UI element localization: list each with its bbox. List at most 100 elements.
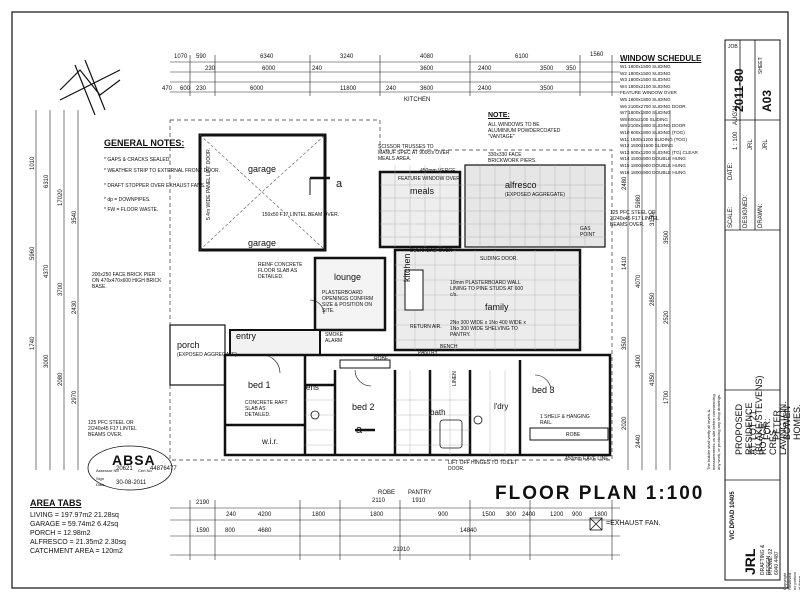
toilet-door-note: LIFT OFF HINGES TO TOILET DOOR. xyxy=(448,460,517,472)
dim-top: 240 xyxy=(386,86,397,92)
scale-label: SCALE: xyxy=(728,206,734,228)
dim-left: 3540 xyxy=(72,210,78,224)
pantry-note: PANTRY xyxy=(418,350,438,356)
area-line: PORCH = 12.98m2 xyxy=(30,530,91,537)
window-schedule-item: W13 900x1200 SLIDING (TG) CLEAR xyxy=(620,149,698,155)
general-note: * FW = FLOOR WASTE. xyxy=(104,207,159,213)
section-marker-icon xyxy=(309,176,375,432)
dim-right: 2850 xyxy=(650,292,656,306)
window-schedule-item: W5 1800x1800 SLIDING xyxy=(620,97,671,102)
note-line: ALUMINIUM POWDERCOATED xyxy=(488,128,561,134)
dim-top: 6340 xyxy=(260,54,274,60)
date-label: DATE: xyxy=(728,162,734,180)
smoke-alarm-note: SMOKE ALARM xyxy=(325,332,344,344)
brick-piers-note: 330x330 FACE BRICKWORK PIERS. xyxy=(488,152,537,164)
room-label-meals: meals xyxy=(410,186,435,196)
north-arrow-icon xyxy=(59,59,121,116)
dim-left: 5960 xyxy=(30,246,36,260)
bench-note: BENCH xyxy=(440,344,458,350)
dim-left: 1010 xyxy=(30,156,36,170)
dim-right: 4350 xyxy=(650,372,656,386)
dim-right: 3500 xyxy=(622,336,628,350)
dim-top: 3500 xyxy=(540,66,554,72)
robe-label: ROBE xyxy=(374,356,389,362)
room-label-ens: ens xyxy=(306,383,319,392)
sheet-label: SHEET: xyxy=(758,56,764,74)
window-schedule-item: W4 1800x2100 SLIDING xyxy=(620,83,671,89)
entry-walls xyxy=(229,329,321,356)
title-block-lines xyxy=(725,40,780,481)
exhaust-fan-legend: =EXHAUST FAN. xyxy=(606,520,661,527)
window-schedule-item: W7 1800x1800 SLIDING xyxy=(620,110,671,116)
project-line-3: FOR: PETER BOWEN HOMES. xyxy=(762,404,800,440)
dim-bottom: 2400 xyxy=(522,512,536,518)
dim-top: 590 xyxy=(196,54,207,60)
absa-date: 30-08-2011 xyxy=(116,480,147,486)
window-schedule-item: FEATURE WINDOW OVER xyxy=(620,90,677,96)
dim-top: 6000 xyxy=(262,66,276,72)
dim-top: 600 xyxy=(180,86,191,92)
room-label-lounge: lounge xyxy=(334,272,362,282)
general-note: * DRAFT STOPPER OVER EXHAUST FANS. xyxy=(104,183,206,189)
eave-line xyxy=(169,119,613,461)
dim-top: 230 xyxy=(196,86,207,92)
dim-top: 1560 xyxy=(590,52,604,58)
dim-bottom: 14840 xyxy=(460,528,477,534)
scissor-truss-note: SCISSOR TRUSSES TO MANUF SPEC AT 900c/s … xyxy=(378,144,450,162)
dim-right: 2520 xyxy=(664,310,670,324)
absa-cert-label: Cert No xyxy=(138,468,152,473)
note-title: NOTE: xyxy=(488,112,510,119)
absa-logo: ABSA xyxy=(112,452,156,468)
pfc-steel-note-left: 125 PFC STEEL OR 2/240x45 F17 LINTEL BEA… xyxy=(88,420,137,438)
robe-bed3 xyxy=(529,427,609,441)
general-note: * dp = DOWNPIPES. xyxy=(104,197,151,203)
absa-stamp xyxy=(87,445,173,491)
sheet-border xyxy=(11,11,789,589)
dim-top: 470 xyxy=(162,86,173,92)
general-note: * GAPS & CRACKS SEALED. xyxy=(104,157,171,163)
verge-note: 450mm VERGE xyxy=(420,168,456,174)
dim-right: 2480 xyxy=(622,176,628,190)
room-label-bed3: bed 3 xyxy=(532,385,555,395)
window-schedule-item: W14 1500x900 DOUBLE HUNG xyxy=(620,156,686,162)
lounge-walls xyxy=(313,256,387,332)
dim-bottom: 1910 xyxy=(412,498,426,504)
room-label-bath: bath xyxy=(430,408,446,417)
feature-window-note: FEATURE WINDOW OVER xyxy=(398,176,460,182)
dim-right: 3150 xyxy=(650,212,656,226)
dim-bottom: 21910 xyxy=(393,547,410,553)
window-schedule-item: W2 1800x1500 SLIDING xyxy=(620,70,671,76)
dim-top: 2400 xyxy=(478,86,492,92)
dim-top: 240 xyxy=(312,66,323,72)
absa-sign-label: Sign xyxy=(96,476,105,481)
dim-right: 3400 xyxy=(636,354,642,368)
dim-bottom: 900 xyxy=(572,512,583,518)
area-line: GARAGE = 59.74m2 6.42sq xyxy=(30,521,119,528)
robe-dimension-label: ROBE xyxy=(378,490,396,496)
drawn-value: JRL xyxy=(763,139,769,150)
dim-bottom: 2190 xyxy=(196,500,210,506)
date-value: AUG'11 xyxy=(733,104,739,125)
kitchen-family-area xyxy=(393,248,582,352)
door-swings xyxy=(261,299,552,392)
dim-bottom: 1800 xyxy=(594,512,608,518)
dim-bottom: 900 xyxy=(438,512,449,518)
dim-bottom: 1590 xyxy=(196,528,210,534)
dim-bottom: 1800 xyxy=(312,512,326,518)
dim-bottom: 4680 xyxy=(258,528,272,534)
bath-tub-icon xyxy=(439,419,463,449)
window-schedule-item: W9 2100x1800 SLIDING DOOR xyxy=(620,123,686,129)
dim-right: 5980 xyxy=(636,194,642,208)
lintel-note: 150x50 F17 LINTEL BEAM OVER. xyxy=(262,212,340,218)
dim-top: 6000 xyxy=(250,86,264,92)
bedroom-wing-walls xyxy=(223,353,612,457)
toilet-icon xyxy=(310,410,320,420)
absa-assessor-no: 20621 xyxy=(116,466,133,472)
pantry-dimension-label: PANTRY xyxy=(408,490,432,496)
garage-door-note: 5.4m WIDE PANEL LIFT DOOR. xyxy=(206,147,212,220)
room-label-kitchen: kitchen xyxy=(402,253,412,282)
dim-top: 3500 xyxy=(540,86,554,92)
window-schedule-title: WINDOW SCHEDULE xyxy=(620,54,702,63)
section-marker-label: a xyxy=(356,424,363,436)
